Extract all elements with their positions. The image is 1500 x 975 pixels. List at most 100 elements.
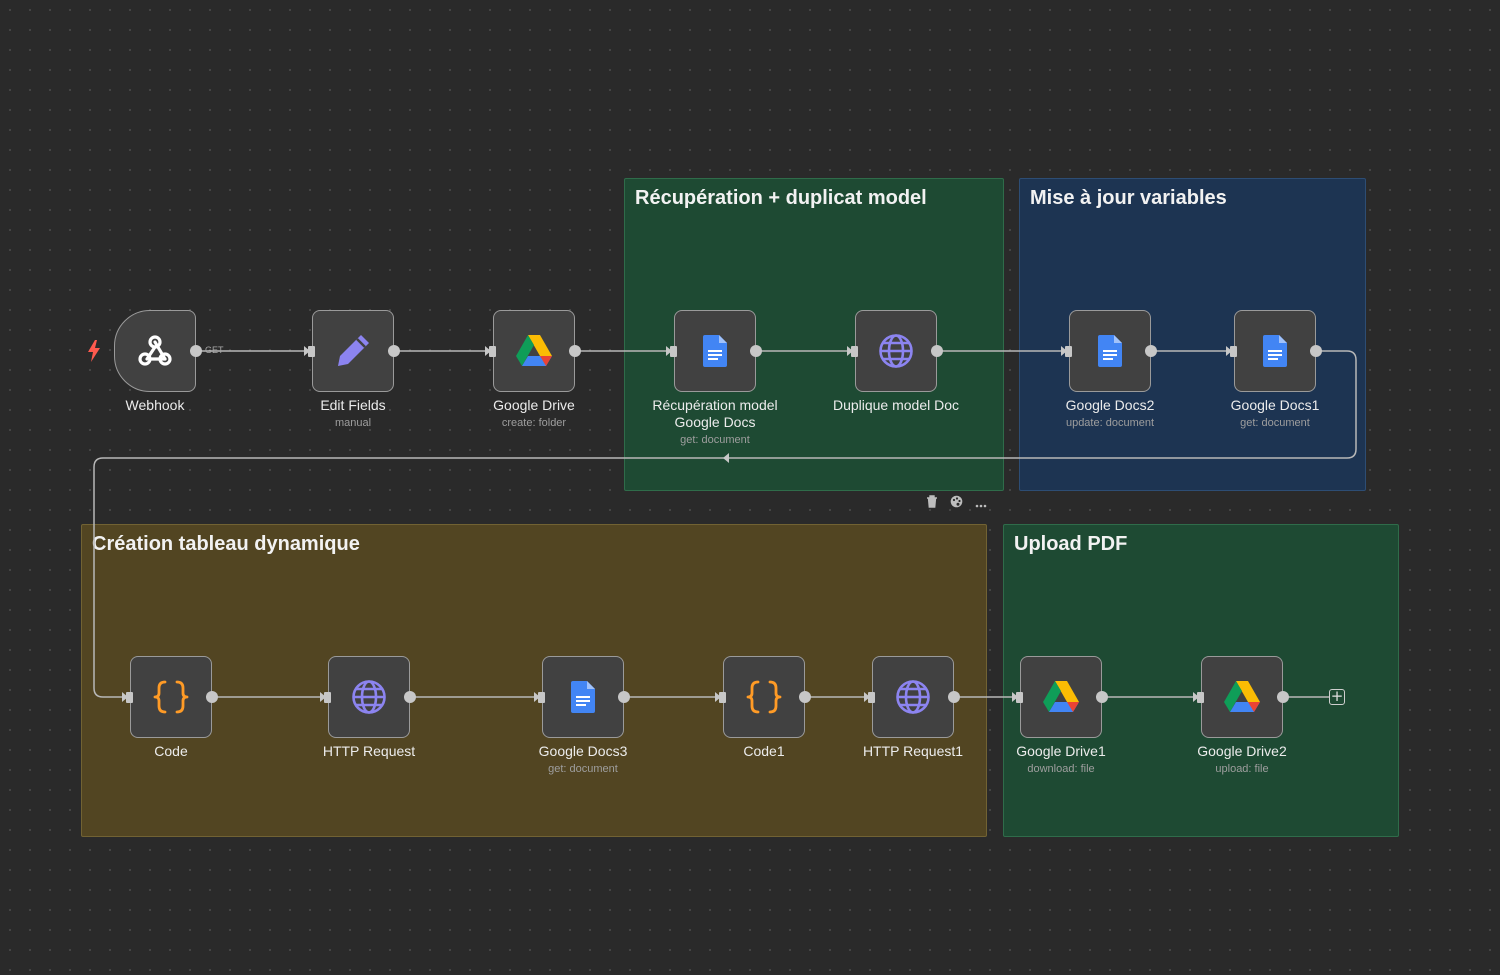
node-subtitle: create: folder xyxy=(501,417,567,429)
node-label: Google Drive xyxy=(493,397,575,413)
node-google-docs3[interactable] xyxy=(538,656,630,738)
arrowhead-back xyxy=(723,453,729,463)
output-handle[interactable] xyxy=(1277,691,1289,703)
node-code1[interactable] xyxy=(719,656,811,738)
sticky-note-title: Mise à jour variables xyxy=(1030,187,1227,209)
arrowhead xyxy=(1061,346,1067,356)
google-docs-icon xyxy=(1098,335,1122,367)
arrowhead xyxy=(534,692,540,702)
output-handle[interactable] xyxy=(1096,691,1108,703)
node-google-drive1[interactable] xyxy=(1016,656,1108,738)
globe-icon xyxy=(879,334,913,368)
node-google-docs1[interactable] xyxy=(1230,310,1322,392)
add-node-button[interactable]: + xyxy=(1329,689,1345,705)
google-docs-icon xyxy=(571,681,595,713)
google-drive-icon xyxy=(1224,681,1260,712)
sticky-note-creation-tableau[interactable]: Création tableau dynamique xyxy=(81,524,987,837)
node-google-drive[interactable] xyxy=(489,310,581,392)
node-label: Récupération model Google Docs xyxy=(630,397,800,431)
output-handle[interactable] xyxy=(569,345,581,357)
output-handle[interactable] xyxy=(931,345,943,357)
input-handle[interactable] xyxy=(1016,692,1023,703)
more-options-icon[interactable] xyxy=(975,495,987,513)
node-google-docs2[interactable] xyxy=(1065,310,1157,392)
input-handle[interactable] xyxy=(126,692,133,703)
node-label: HTTP Request1 xyxy=(862,743,964,759)
google-drive-icon xyxy=(516,335,552,366)
output-handle[interactable] xyxy=(190,345,202,357)
code-braces-icon xyxy=(153,680,189,714)
input-handle[interactable] xyxy=(324,692,331,703)
node-label: Code xyxy=(154,743,188,759)
globe-icon xyxy=(896,680,930,714)
sticky-note-title: Création tableau dynamique xyxy=(92,533,360,555)
node-duplique-model-doc[interactable] xyxy=(851,310,943,392)
node-label: Google Docs1 xyxy=(1230,397,1320,413)
node-subtitle: get: document xyxy=(1240,417,1310,429)
palette-icon[interactable] xyxy=(950,495,963,513)
node-code[interactable] xyxy=(126,656,218,738)
node-label: Google Docs3 xyxy=(538,743,628,759)
input-handle[interactable] xyxy=(670,346,677,357)
arrowhead xyxy=(1012,692,1018,702)
arrowhead xyxy=(847,346,853,356)
input-handle[interactable] xyxy=(538,692,545,703)
input-handle[interactable] xyxy=(719,692,726,703)
webhook-icon xyxy=(138,335,172,366)
pencil-icon xyxy=(338,335,369,366)
sticky-note-title: Récupération + duplicat model xyxy=(635,187,927,209)
input-handle[interactable] xyxy=(489,346,496,357)
arrowhead xyxy=(1193,692,1199,702)
plus-icon: + xyxy=(1330,687,1344,705)
node-label: Google Drive2 xyxy=(1197,743,1287,759)
output-handle[interactable] xyxy=(948,691,960,703)
input-handle[interactable] xyxy=(851,346,858,357)
node-label-line: Récupération model Google Docs xyxy=(652,397,778,430)
lightning-bolt-icon xyxy=(88,340,100,362)
node-webhook[interactable] xyxy=(114,310,202,392)
node-google-drive2[interactable] xyxy=(1197,656,1289,738)
output-handle[interactable] xyxy=(206,691,218,703)
node-subtitle: upload: file xyxy=(1215,763,1269,775)
node-subtitle: update: document xyxy=(1065,417,1155,429)
google-drive-icon xyxy=(1043,681,1079,712)
input-handle[interactable] xyxy=(1065,346,1072,357)
node-edit-fields[interactable] xyxy=(308,310,400,392)
webhook-method-label: GET xyxy=(205,345,224,355)
output-handle[interactable] xyxy=(1310,345,1322,357)
output-handle[interactable] xyxy=(404,691,416,703)
arrowhead xyxy=(1226,346,1232,356)
node-recuperation-model[interactable] xyxy=(670,310,762,392)
node-subtitle: download: file xyxy=(1027,763,1095,775)
arrowhead xyxy=(304,346,310,356)
node-http-request1[interactable] xyxy=(868,656,960,738)
node-label: Google Drive1 xyxy=(1016,743,1106,759)
node-http-request[interactable] xyxy=(324,656,416,738)
input-handle[interactable] xyxy=(1197,692,1204,703)
output-handle[interactable] xyxy=(388,345,400,357)
input-handle[interactable] xyxy=(868,692,875,703)
google-docs-icon xyxy=(703,335,727,367)
node-subtitle: get: document xyxy=(548,763,618,775)
node-label: Edit Fields xyxy=(320,397,386,413)
node-subtitle: manual xyxy=(334,417,372,429)
input-handle[interactable] xyxy=(1230,346,1237,357)
node-label: Duplique model Doc xyxy=(832,397,960,413)
arrowhead xyxy=(666,346,672,356)
sticky-note-title: Upload PDF xyxy=(1014,533,1128,555)
node-label: HTTP Request xyxy=(322,743,416,759)
node-subtitle: get: document xyxy=(680,434,750,446)
arrowhead xyxy=(715,692,721,702)
arrowhead xyxy=(320,692,326,702)
output-handle[interactable] xyxy=(1145,345,1157,357)
node-label: Code1 xyxy=(743,743,785,759)
output-handle[interactable] xyxy=(618,691,630,703)
trash-icon[interactable] xyxy=(926,495,938,513)
globe-icon xyxy=(352,680,386,714)
input-handle[interactable] xyxy=(308,346,315,357)
output-handle[interactable] xyxy=(799,691,811,703)
arrowhead xyxy=(864,692,870,702)
output-handle[interactable] xyxy=(750,345,762,357)
